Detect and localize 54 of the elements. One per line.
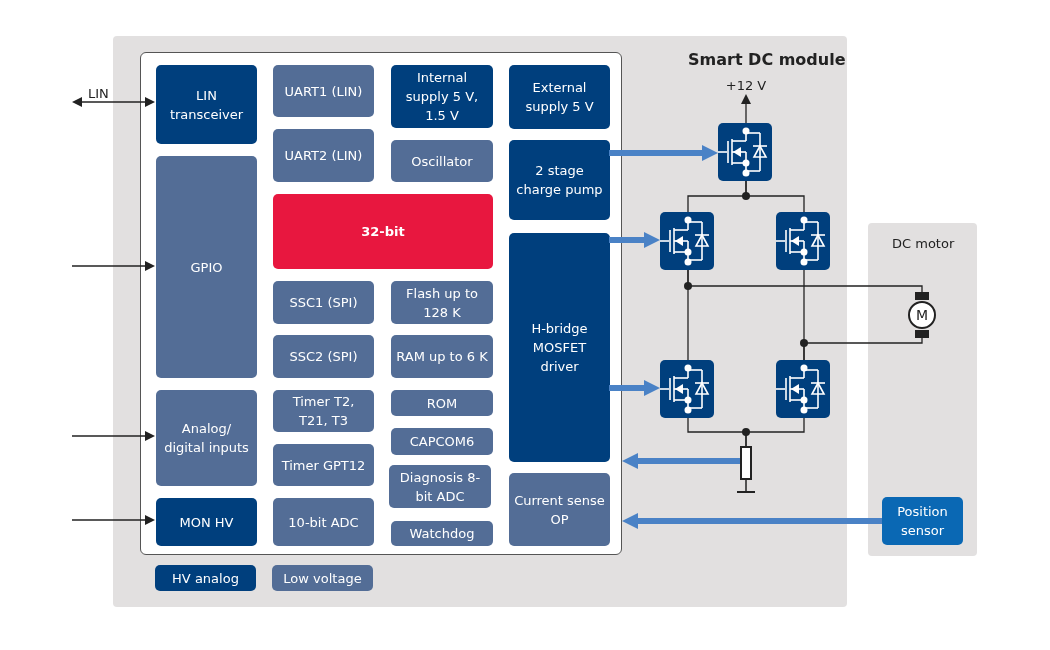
block: Timer GPT12 <box>273 444 374 486</box>
block: ROM <box>391 390 493 416</box>
block: UART2 (LIN) <box>273 129 374 182</box>
block: Watchdog <box>391 521 493 546</box>
transistor-symbol <box>660 360 714 418</box>
arrow <box>72 97 155 107</box>
voltage-label: +12 V <box>721 76 771 94</box>
block: SSC1 (SPI) <box>273 281 374 324</box>
block: Diagnosis 8-bit ADC <box>389 465 491 508</box>
block: H-bridge MOSFET driver <box>509 233 610 462</box>
transistor-symbol <box>776 212 830 270</box>
block: CAPCOM6 <box>391 428 493 455</box>
block: GPIO <box>156 156 257 378</box>
block: Position sensor <box>882 497 963 545</box>
chip-box <box>140 52 622 555</box>
panel-title: DC motor <box>892 235 955 253</box>
panel-title: Smart DC module <box>688 50 846 69</box>
legend-key: Low voltage <box>272 565 373 591</box>
transistor-symbol <box>660 212 714 270</box>
edge-label: LIN <box>86 86 111 101</box>
transistor-symbol <box>776 360 830 418</box>
arrow <box>622 513 882 529</box>
transistor-symbol <box>718 123 772 181</box>
block: SSC2 (SPI) <box>273 335 374 378</box>
block: 2 stage charge pump <box>509 140 610 220</box>
block: Analog/ digital inputs <box>156 390 257 486</box>
block: LIN transceiver <box>156 65 257 144</box>
block: MON HV <box>156 498 257 546</box>
block: RAM up to 6 K <box>391 335 493 378</box>
block: 10-bit ADC <box>273 498 374 546</box>
wire <box>803 337 923 361</box>
legend-key: HV analog <box>155 565 256 591</box>
arrow <box>609 232 660 248</box>
arrow <box>622 453 740 469</box>
motor-panel <box>868 223 977 556</box>
cpu-block: 32-bit <box>273 194 493 269</box>
wire <box>745 417 805 447</box>
wire <box>745 180 805 213</box>
wire <box>687 269 923 293</box>
arrow <box>609 145 718 161</box>
arrow <box>71 515 155 525</box>
block: Timer T2, T21, T3 <box>273 390 374 432</box>
arrow <box>71 431 155 441</box>
block: Internal supply 5 V, 1.5 V <box>391 65 493 128</box>
block: Oscillator <box>391 140 493 182</box>
block: Flash up to 128 K <box>391 281 493 324</box>
resistor-symbol <box>740 446 752 480</box>
block: UART1 (LIN) <box>273 65 374 117</box>
module-panel <box>113 36 847 607</box>
arrow <box>71 261 155 271</box>
block: Current sense OP <box>509 473 610 546</box>
arrow <box>609 380 660 396</box>
arrow <box>741 94 751 124</box>
block: External supply 5 V <box>509 65 610 129</box>
